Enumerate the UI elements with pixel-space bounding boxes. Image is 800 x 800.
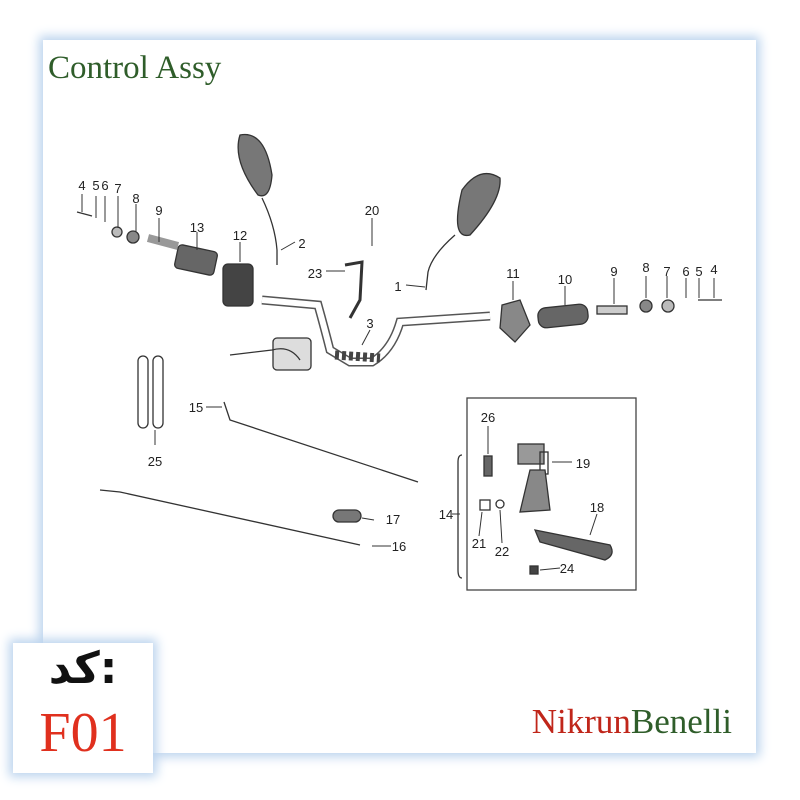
part-callout: 14	[439, 507, 453, 522]
part-callout: 6	[101, 178, 108, 193]
code-label: کد:	[48, 643, 118, 694]
diagram-frame	[43, 40, 756, 753]
page-title: Control Assy	[48, 50, 222, 86]
part-callout: 7	[663, 264, 670, 279]
code-box: کد: F01	[13, 643, 153, 773]
part-callout: 24	[560, 561, 574, 576]
part-callout: 8	[642, 260, 649, 275]
part-callout: 26	[481, 410, 495, 425]
part-callout: 3	[366, 316, 373, 331]
part-callout: 23	[308, 266, 322, 281]
part-callout: 9	[155, 203, 162, 218]
part-callout: 4	[710, 262, 717, 277]
part-callout: 19	[576, 456, 590, 471]
part-callout: 7	[114, 181, 121, 196]
part-callout: 17	[386, 512, 400, 527]
part-callout: 16	[392, 539, 406, 554]
part-callout: 12	[233, 228, 247, 243]
part-callout: 10	[558, 272, 572, 287]
part-callout: 18	[590, 500, 604, 515]
part-callout: 11	[506, 266, 520, 281]
part-callout: 4	[78, 178, 85, 193]
brand-logo: NikrunBenelli	[532, 702, 732, 742]
part-callout: 2	[298, 236, 305, 251]
part-callout: 5	[92, 178, 99, 193]
part-callout: 5	[695, 264, 702, 279]
part-callout: 6	[682, 264, 689, 279]
part-callout: 22	[495, 544, 509, 559]
code-value: F01	[39, 702, 127, 764]
brand-part-1: Nikrun	[531, 702, 631, 741]
part-callout: 20	[365, 203, 379, 218]
part-callout: 13	[190, 220, 204, 235]
part-callout: 25	[148, 454, 162, 469]
part-callout: 8	[132, 191, 139, 206]
part-callout: 1	[394, 279, 401, 294]
part-callout: 9	[610, 264, 617, 279]
part-callout: 15	[189, 400, 203, 415]
part-callout: 21	[472, 536, 486, 551]
brand-part-2: Benelli	[630, 702, 732, 741]
